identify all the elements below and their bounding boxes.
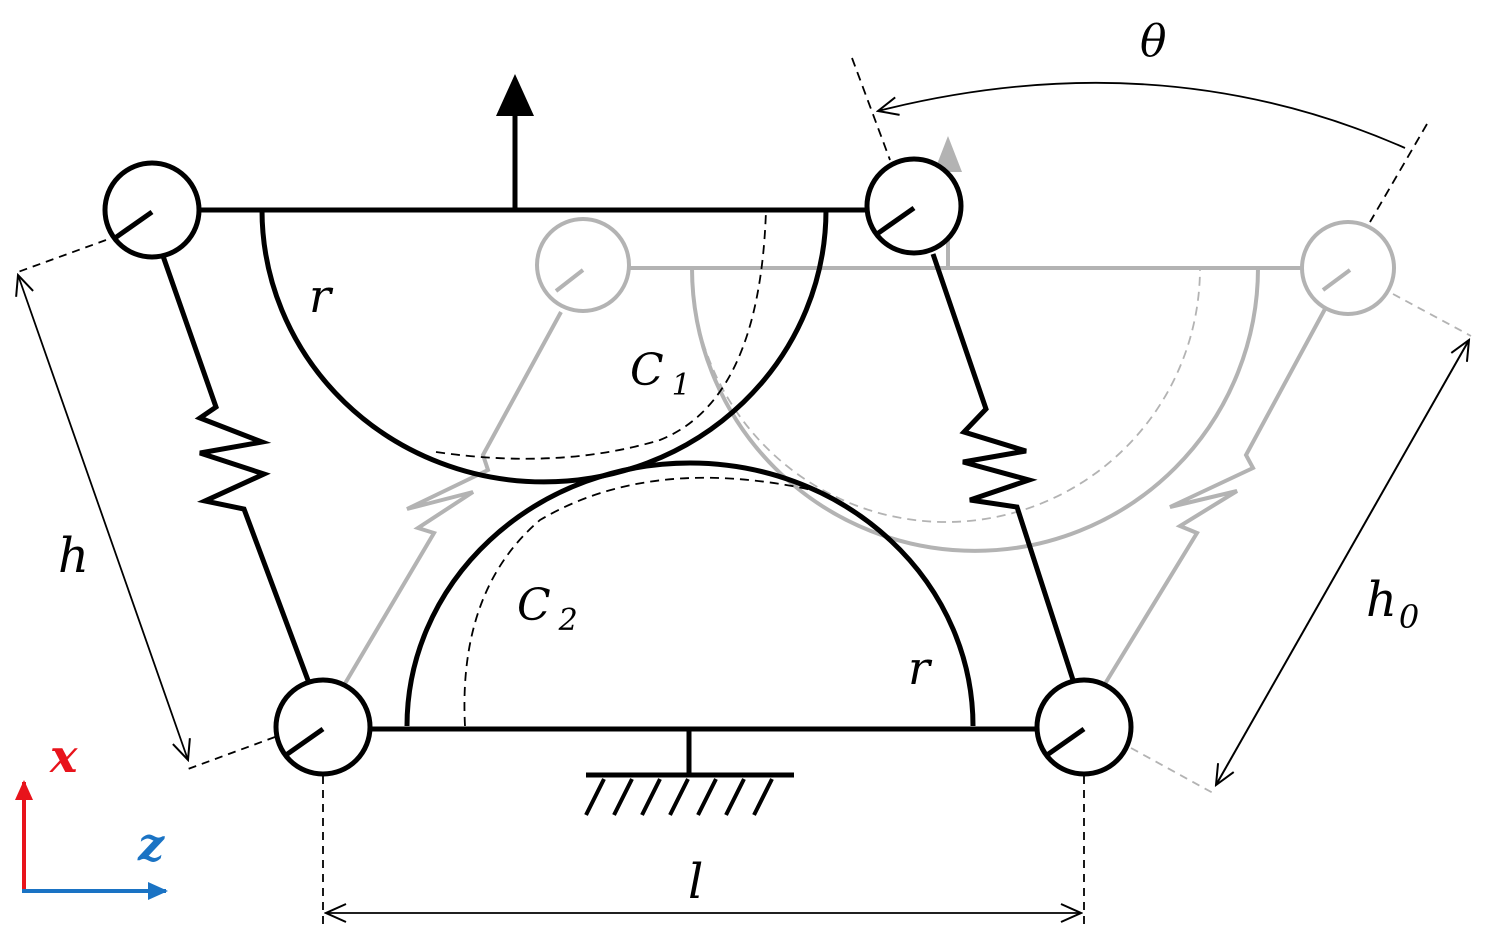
dim-h0-arrow	[1216, 340, 1469, 785]
joint-top-right	[864, 156, 964, 256]
ground-hatch	[584, 778, 774, 816]
ghost-half-disk-dashed	[691, 267, 1201, 523]
right-spring-link	[930, 253, 1076, 681]
h0-sub: 0	[1399, 598, 1419, 636]
c2-base: C	[517, 580, 551, 631]
ghost-half-disk	[690, 267, 1260, 553]
axis-z-label: z	[137, 817, 165, 871]
lower-half-disk	[404, 460, 976, 727]
ghost-joint-left	[535, 217, 631, 313]
c1-sub: 1	[672, 368, 691, 403]
upper-half-disk	[259, 209, 829, 485]
joint-bottom-right	[1034, 677, 1134, 777]
lower-half-disk-dashed	[463, 476, 813, 727]
l-label: l	[688, 854, 703, 910]
main-mechanism	[102, 74, 1134, 816]
h0-base: h	[1366, 572, 1397, 628]
joint-top-left	[102, 160, 202, 260]
c2-sub: 2	[558, 603, 578, 638]
ghost-left-spring	[338, 311, 563, 694]
joint-bottom-left	[273, 677, 373, 777]
theta-arc	[878, 82, 1406, 149]
output-arrow-head	[496, 74, 534, 116]
ghost-joint-right	[1300, 220, 1396, 316]
upper-half-disk-dashed	[435, 209, 767, 460]
dim-h-arrow	[18, 275, 188, 760]
theta-label: θ	[1140, 16, 1167, 67]
r-bottom-label: r	[908, 641, 933, 695]
axis-x-label: x	[49, 729, 78, 783]
h-label: h	[58, 528, 89, 584]
dimensions	[18, 57, 1472, 930]
axes: x z	[14, 729, 168, 900]
r-top-label: r	[309, 269, 334, 323]
ghost-arrow-head	[934, 136, 962, 172]
left-spring-link	[160, 255, 312, 684]
c1-base: C	[630, 345, 664, 396]
h0-label: h0	[1366, 572, 1419, 636]
